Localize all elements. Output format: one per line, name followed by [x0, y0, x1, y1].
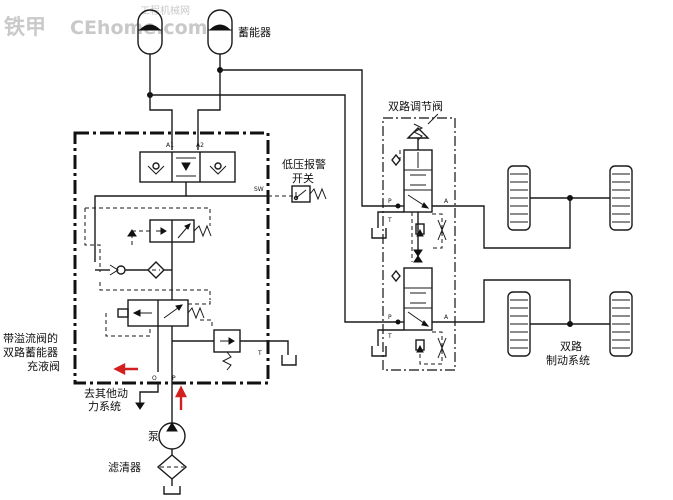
- to-other-label-2: 力系统: [88, 400, 121, 413]
- port-t-lower: T: [387, 333, 392, 340]
- watermark-logo: 铁甲: [4, 15, 46, 39]
- port-sw: SW: [254, 186, 264, 193]
- dual-valve-link: [413, 212, 423, 263]
- watermark-tagline: 工程机械网: [140, 4, 190, 17]
- watermark: 铁甲 CEhome.com 工程机械网: [4, 4, 208, 39]
- low-pressure-label-2: 开关: [292, 171, 314, 185]
- to-other-label-1: 去其他动: [84, 387, 128, 400]
- shuttle-valve: A1 A2: [139, 142, 236, 183]
- other-systems-line: [135, 383, 159, 410]
- port-p: P: [172, 375, 176, 382]
- dual-valve-upper-spool: P A T: [371, 149, 536, 262]
- port-t-upper: T: [387, 217, 392, 224]
- dual-valve-frame: [382, 117, 456, 371]
- pilot-valve-upper: [127, 219, 212, 262]
- main-valve-lower: [105, 299, 211, 400]
- port-p-upper: P: [388, 198, 392, 205]
- brake-pedal: [391, 113, 439, 167]
- charging-valve-label-1: 带溢流阀的: [3, 331, 58, 345]
- accumulator-lines: [147, 67, 396, 323]
- port-p-lower: P: [388, 314, 392, 321]
- flow-arrow-up: [175, 385, 187, 410]
- dual-valve-label: 双路调节阀: [388, 99, 443, 113]
- port-a-lower: A: [444, 314, 449, 321]
- check-valve-row: [95, 261, 211, 300]
- filter: [156, 454, 188, 495]
- brake-axle-upper: [507, 165, 633, 249]
- port-a1: A1: [166, 142, 174, 149]
- brake-axle-lower: [507, 279, 633, 357]
- low-pressure-label-1: 低压报警: [282, 157, 326, 171]
- brake-label-1: 双路: [560, 340, 582, 353]
- charging-valve-label-2: 双路蓄能器: [3, 345, 58, 359]
- accumulator-label: 蓄能器: [238, 25, 271, 39]
- tank-charging: [268, 340, 297, 366]
- port-a-upper: A: [444, 198, 449, 205]
- brake-label-2: 制动系统: [546, 354, 590, 367]
- charging-valve-frame: [73, 131, 270, 385]
- port-a2: A2: [196, 142, 204, 149]
- charging-valve-internal-lines: SW: [84, 182, 268, 272]
- accumulator-right: [207, 9, 233, 88]
- port-o: O: [152, 375, 157, 382]
- port-t: T: [257, 350, 262, 357]
- filter-label: 滤清器: [108, 461, 141, 474]
- pump: [158, 400, 186, 455]
- pump-label: 泵: [148, 430, 159, 443]
- accumulator-left: [137, 9, 163, 88]
- watermark-site: CEhome.com: [70, 17, 208, 39]
- low-pressure-switch: [268, 185, 327, 203]
- relief-valve: T: [172, 319, 268, 371]
- charging-valve-label-3: 充液阀: [27, 359, 60, 373]
- flow-arrow-left: [113, 363, 138, 375]
- dual-valve-lower-spool: P A T: [371, 267, 536, 365]
